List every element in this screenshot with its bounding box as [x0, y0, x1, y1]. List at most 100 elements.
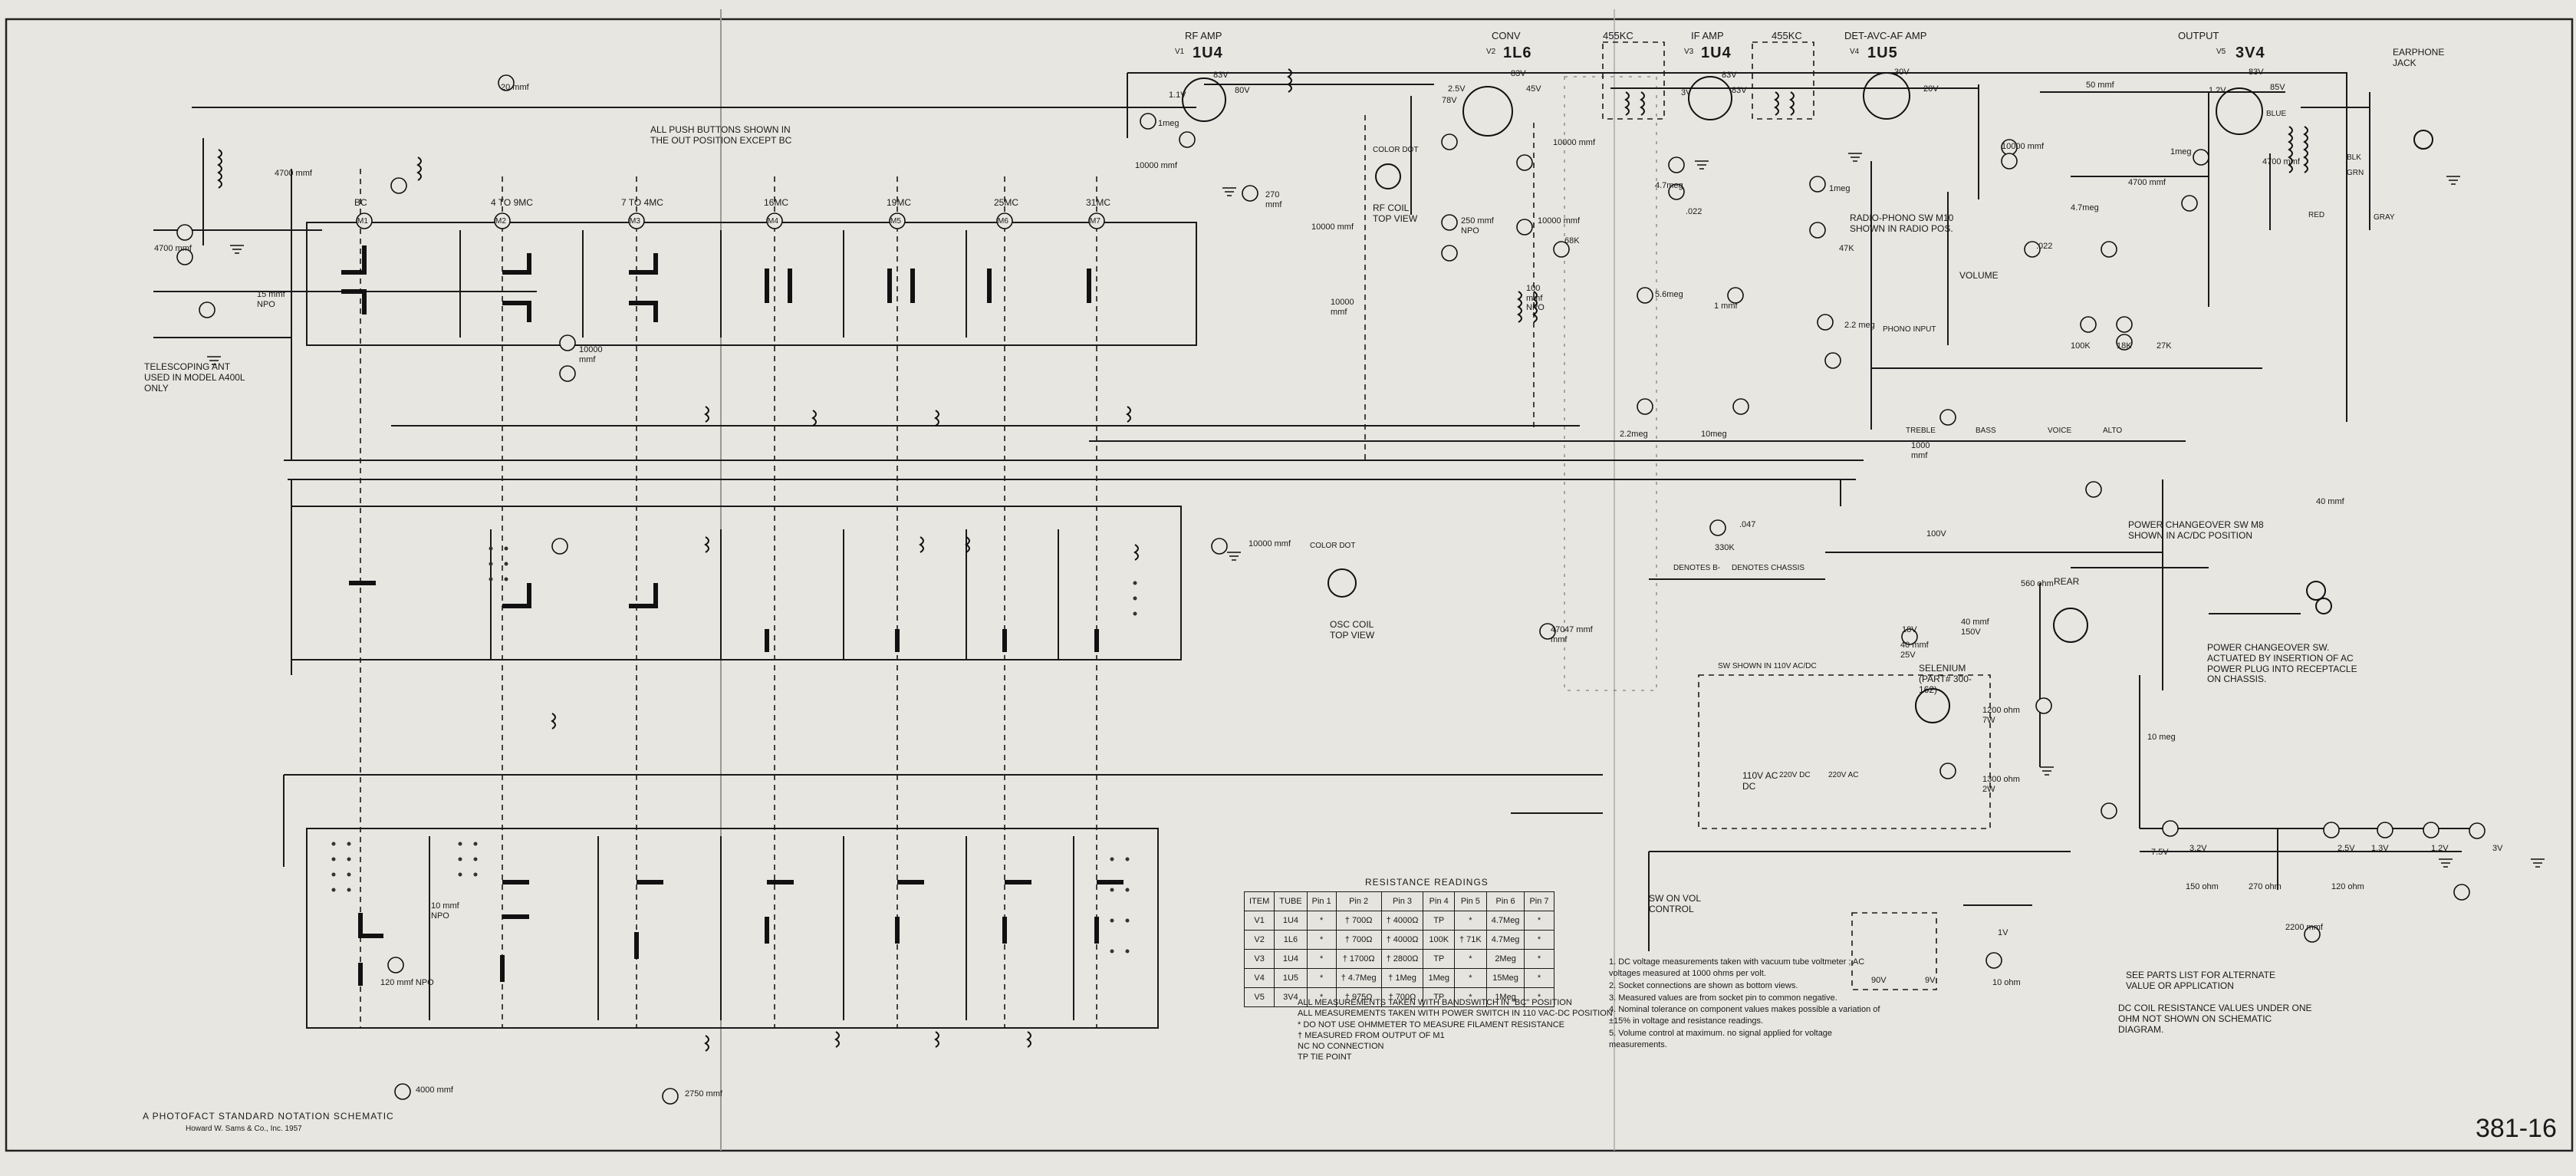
comp-c25: 100 mmf NPO	[1526, 284, 1545, 313]
th-pin4: Pin 4	[1423, 891, 1455, 911]
comp-r5: 68K	[1564, 236, 1580, 245]
comp-c21: .022	[1686, 207, 1703, 216]
resistance-table-title: RESISTANCE READINGS	[1365, 877, 1489, 888]
table-cell: *	[1524, 987, 1554, 1007]
table-cell: 100K	[1423, 930, 1455, 950]
comp-r21: 1200 ohm 7W	[1982, 706, 2020, 725]
comp-r14: 330K	[1715, 543, 1735, 552]
table-notes: ALL MEASUREMENTS TAKEN WITH BANDSWITCH I…	[1298, 997, 1613, 1063]
comp-r6: 100K	[2071, 341, 2091, 351]
general-note: 2. Socket connections are shown as botto…	[1609, 980, 1798, 990]
table-cell: † 4000Ω	[1380, 930, 1424, 950]
comp-r1: 1meg	[1158, 119, 1179, 128]
wiring	[153, 72, 2469, 1029]
th-pin7: Pin 7	[1524, 891, 1554, 911]
table-cell: 3V4	[1274, 987, 1308, 1007]
band-label-16mc: 16MC	[764, 197, 789, 208]
table-cell: *	[1306, 949, 1337, 969]
if-freq-2: 455KC	[1772, 30, 1802, 41]
out-tube-ref: V5	[2216, 48, 2226, 56]
comp-r15: 47K	[1839, 244, 1854, 253]
table-cell: *	[1524, 949, 1554, 969]
table-cell: † 4000Ω	[1380, 911, 1424, 931]
volt-bias: 1V	[1998, 928, 2008, 937]
table-cell: † 700Ω	[1335, 930, 1382, 950]
volt-det-plate: 30V	[1894, 68, 1910, 77]
volt-if-screen: 83V	[1732, 86, 1747, 95]
comp-c34: .047	[1739, 520, 1756, 529]
comp-r19: 10 meg	[2147, 733, 2176, 742]
voice-label: VOICE	[2048, 427, 2072, 435]
volt-fil-5: 7.5V	[2151, 848, 2169, 857]
comp-c46: 2200 mmf	[2285, 923, 2323, 932]
general-note: 3. Measured values are from socket pin t…	[1609, 993, 1837, 1003]
table-cell: V3	[1243, 949, 1275, 969]
if-tube-ref: V3	[1684, 48, 1694, 56]
volt-fil-6: 1.3V	[2371, 844, 2389, 853]
volt-fil-3: 3V	[2492, 844, 2503, 853]
volt-ps-100: 100V	[1926, 529, 1946, 539]
comp-c9: 4700 mmf	[154, 244, 192, 253]
band-label-19mc: 19MC	[887, 197, 912, 208]
color-dot-rf: COLOR DOT	[1373, 146, 1419, 154]
rf-coil-view: RF COIL TOP VIEW	[1373, 203, 1418, 224]
general-note: 4. Nominal tolerance on component values…	[1609, 1005, 1880, 1026]
volt-conv-plate: 83V	[1511, 69, 1526, 78]
rf-amp-title: RF AMP	[1185, 30, 1222, 41]
comp-r4: 10meg	[1701, 430, 1727, 439]
volume-label: VOLUME	[1959, 270, 1999, 281]
comp-r23: 150 ohm	[2186, 882, 2219, 891]
comp-c20: 4.7meg	[1655, 181, 1683, 190]
table-note: ALL MEASUREMENTS TAKEN WITH POWER SWITCH…	[1298, 1009, 1613, 1019]
comp-c45: 470 mmf	[1551, 625, 1568, 644]
table-cell: *	[1524, 930, 1554, 950]
table-cell: TP	[1423, 911, 1455, 931]
switch-m7: M7	[1090, 217, 1100, 226]
if-freq-1: 455KC	[1603, 30, 1633, 41]
tube-envelopes	[1182, 72, 2433, 723]
conv-tube-ref: V2	[1486, 48, 1496, 56]
bass-label: BASS	[1976, 427, 1996, 435]
sw-on-vol-label: SW ON VOL CONTROL	[1649, 893, 1701, 914]
comp-r18: 560 ohm	[2021, 579, 2054, 588]
table-cell: 4.7Meg	[1485, 930, 1525, 950]
table-cell: *	[1453, 968, 1487, 988]
volt-out-screen: 85V	[2270, 83, 2285, 92]
comp-c14: 250 mmf NPO	[1461, 216, 1494, 236]
volt-fil-1: 2.5V	[2337, 844, 2355, 853]
comp-r10: 10000 mmf	[1311, 222, 1354, 232]
output-tube: 3V4	[2235, 44, 2265, 61]
conv-tube: 1L6	[1503, 44, 1532, 61]
band-label-bc: BC	[354, 197, 367, 208]
comp-c32: 4700 mmf	[2128, 178, 2166, 187]
see-parts-note: SEE PARTS LIST FOR ALTERNATE VALUE OR AP…	[2126, 970, 2275, 991]
comp-r26: 10 ohm	[1992, 978, 2021, 987]
if-amp-tube: 1U4	[1701, 44, 1732, 61]
comp-r20: 1meg	[2170, 147, 2192, 156]
table-cell: V2	[1243, 930, 1275, 950]
sams-credit-line1: A PHOTOFACT STANDARD NOTATION SCHEMATIC	[143, 1111, 394, 1122]
wire-blk: BLK	[2347, 153, 2361, 162]
table-cell: † 700Ω	[1380, 987, 1424, 1007]
comp-c13: 10000 mmf	[1331, 298, 1354, 317]
table-cell: *	[1306, 968, 1337, 988]
volt-conv-screen: 45V	[1526, 84, 1541, 94]
comp-c26: 1000 mmf	[1911, 441, 1930, 460]
callout-markers	[176, 74, 2486, 1105]
comp-r3: 2.2meg	[1620, 430, 1648, 439]
volt-conv-osc: 78V	[1442, 96, 1457, 105]
general-note: 1. DC voltage measurements taken with va…	[1609, 957, 1865, 978]
ac-220-label: 220V AC	[1828, 771, 1859, 779]
comp-r22: 1300 ohm 2W	[1982, 775, 2020, 794]
resistance-table: ITEM TUBE Pin 1 Pin 2 Pin 3 Pin 4 Pin 5 …	[1243, 891, 1554, 1007]
th-pin1: Pin 1	[1306, 891, 1337, 911]
table-note: NC NO CONNECTION	[1298, 1042, 1384, 1052]
volt-90v: 90V	[1871, 976, 1887, 985]
comp-c43: 2750 mmf	[685, 1089, 722, 1099]
switch-m3: M3	[630, 217, 640, 226]
radio-phono-note: RADIO-PHONO SW M10 SHOWN IN RADIO POS.	[1850, 212, 1954, 234]
table-note: TP TIE POINT	[1298, 1052, 1352, 1062]
comp-c30: 50 mmf	[2086, 81, 2114, 90]
